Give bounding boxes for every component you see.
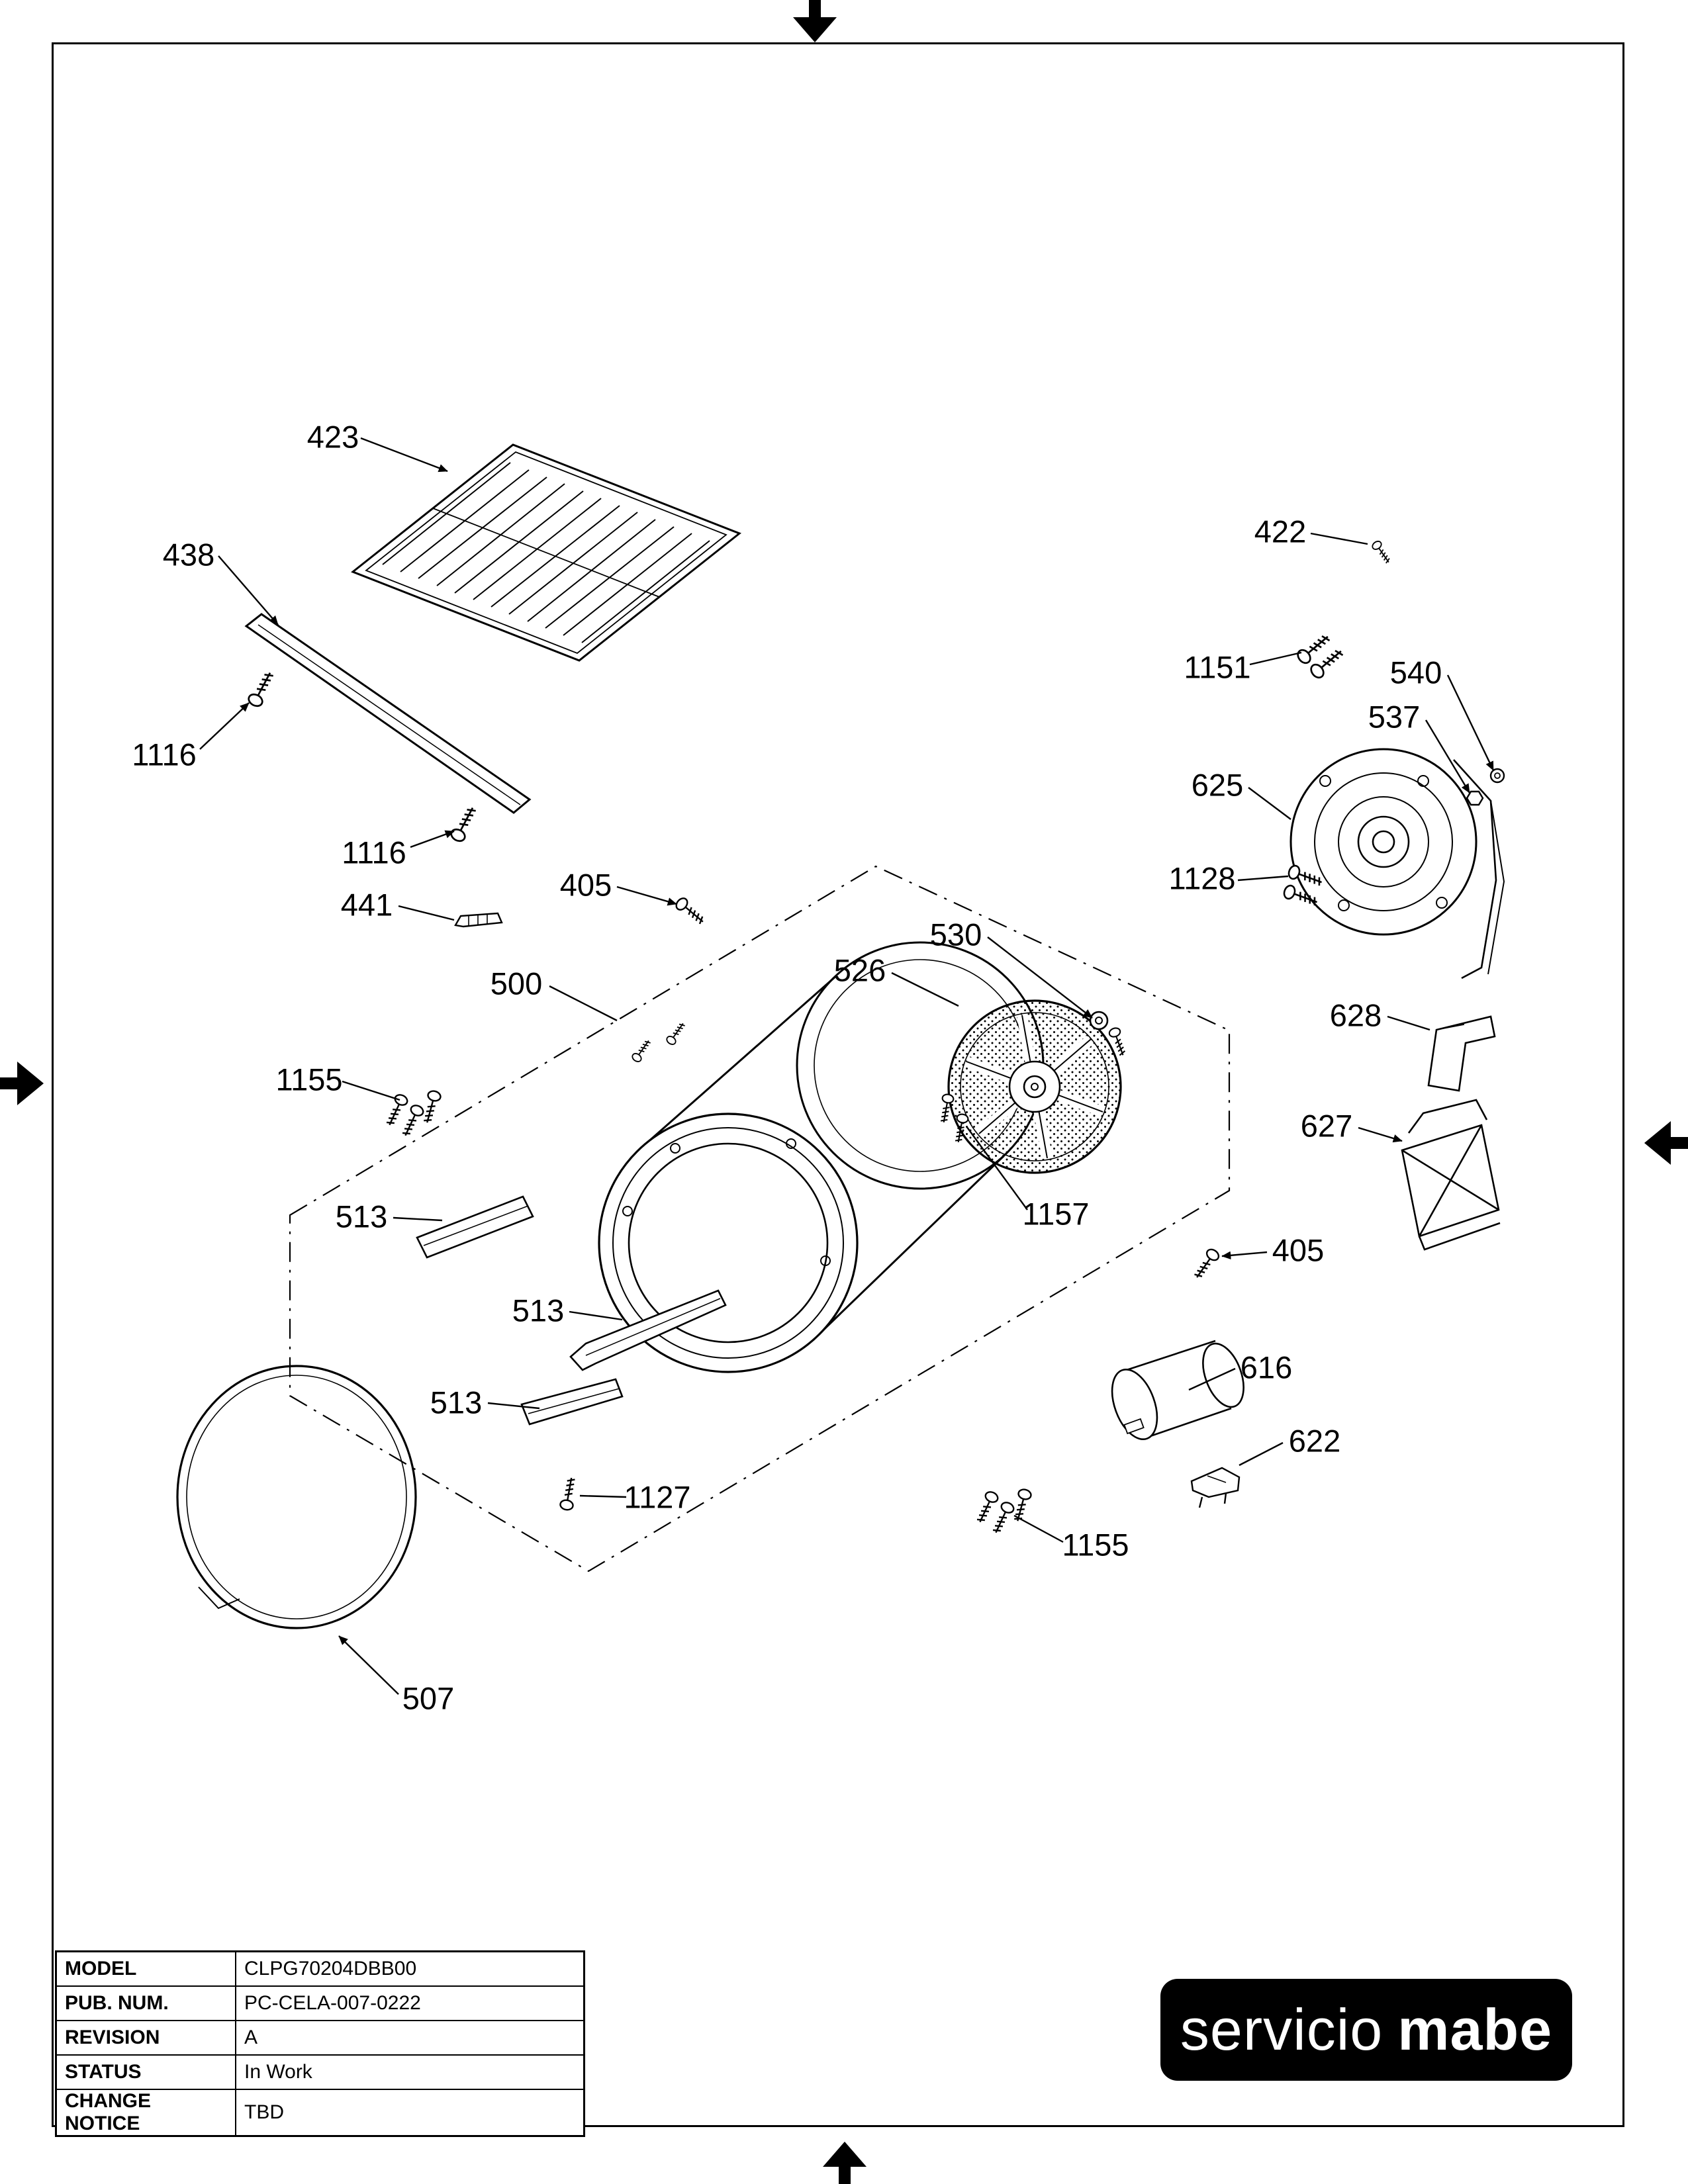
- front-panel-507: [176, 1365, 417, 1629]
- registration-arrow-right: [1644, 1121, 1688, 1165]
- callout-422: 422: [1254, 514, 1307, 549]
- callout-1151: 1151: [1184, 649, 1251, 685]
- clip-441: [454, 912, 503, 928]
- callout-438: 438: [162, 537, 215, 572]
- trim-strip-438: [244, 613, 532, 814]
- title-block-row: PUB. NUM. PC-CELA-007-0222: [55, 1985, 585, 2021]
- screw-icon-405b: [1191, 1246, 1222, 1282]
- title-block-label: REVISION: [55, 2020, 236, 2056]
- title-block-label: PUB. NUM.: [55, 1985, 236, 2021]
- screw-icon-drum-a: [630, 1037, 653, 1064]
- title-block-value: PC-CELA-007-0222: [235, 1985, 585, 2021]
- title-block-row: MODEL CLPG70204DBB00: [55, 1950, 585, 1987]
- screw-icon-1155b1: [973, 1489, 1000, 1525]
- screw-icon-1155a2: [399, 1103, 426, 1139]
- registration-arrow-bottom: [823, 2142, 867, 2184]
- title-block: MODEL CLPG70204DBB00 PUB. NUM. PC-CELA-0…: [55, 1950, 585, 2137]
- screw-icon-1116b: [448, 803, 480, 844]
- callout-507: 507: [402, 1680, 455, 1716]
- screw-icon-1116a: [246, 668, 277, 709]
- screw-icon-1127: [559, 1476, 579, 1512]
- callout-540: 540: [1389, 655, 1442, 690]
- callout-1116-b: 1116: [342, 835, 406, 870]
- baffle-513-c: [520, 1378, 624, 1426]
- callout-1128: 1128: [1168, 860, 1236, 896]
- callout-537: 537: [1368, 699, 1421, 735]
- screw-icon-1155b3: [1010, 1487, 1033, 1524]
- fasteners: [246, 539, 1505, 1536]
- baffle-513-b: [569, 1289, 727, 1371]
- title-block-row: CHANGE NOTICE TBD: [55, 2089, 585, 2137]
- callout-628: 628: [1329, 997, 1382, 1033]
- grommet-icon-540: [1489, 768, 1505, 784]
- callout-1116-a: 1116: [132, 737, 197, 772]
- callout-1155-b: 1155: [1062, 1527, 1129, 1563]
- screw-icon-405a: [673, 895, 708, 928]
- terminal-622: [1190, 1467, 1241, 1508]
- callout-405-b: 405: [1272, 1232, 1325, 1268]
- callout-513-c: 513: [430, 1385, 483, 1420]
- callout-616: 616: [1240, 1349, 1293, 1385]
- grille-panel-423: [351, 443, 741, 662]
- callout-1157: 1157: [1022, 1196, 1090, 1232]
- callout-513-a: 513: [335, 1199, 388, 1234]
- title-block-value: A: [235, 2020, 585, 2056]
- callout-441: 441: [340, 887, 393, 923]
- rear-disc-526: [947, 999, 1122, 1174]
- screw-icon-1155b2: [989, 1500, 1016, 1536]
- heater-box-627: [1401, 1099, 1501, 1251]
- screw-icon-drum-b: [665, 1020, 688, 1047]
- callout-526: 526: [833, 952, 886, 988]
- title-block-label: CHANGE NOTICE: [55, 2089, 236, 2137]
- screw-icon-1151a: [1294, 630, 1334, 666]
- callout-500: 500: [490, 966, 543, 1001]
- title-block-label: STATUS: [55, 2054, 236, 2090]
- callout-622: 622: [1288, 1423, 1341, 1459]
- callout-513-b: 513: [512, 1293, 565, 1328]
- title-block-row: REVISION A: [55, 2020, 585, 2056]
- title-block-value: CLPG70204DBB00: [235, 1950, 585, 1987]
- callout-530: 530: [929, 917, 982, 952]
- callout-1127: 1127: [624, 1479, 691, 1515]
- assembly-boundary: [289, 865, 1231, 1572]
- screw-icon-1155a3: [420, 1089, 443, 1125]
- callout-405-a: 405: [559, 867, 612, 903]
- servicio-mabe-logo: servicio mabe: [1160, 1979, 1572, 2081]
- title-block-row: STATUS In Work: [55, 2054, 585, 2090]
- hex-nut-icon-537: [1466, 790, 1484, 806]
- logo-word-mabe: mabe: [1397, 1997, 1553, 2062]
- callout-1155-a: 1155: [275, 1062, 343, 1097]
- screw-icon-1128b: [1282, 883, 1321, 909]
- shaft-cap-530: [1089, 1011, 1109, 1030]
- blower-housing-625: [1289, 748, 1505, 979]
- registration-arrow-top: [793, 0, 837, 42]
- blower-wheel-616: [1111, 1340, 1244, 1440]
- logo-word-servicio: servicio: [1180, 1997, 1383, 2062]
- screw-icon-1151b: [1307, 645, 1347, 681]
- leader-lines: [199, 437, 1495, 1695]
- screw-icon-1128a: [1286, 863, 1325, 889]
- drum-500: [598, 941, 1045, 1373]
- callout-627: 627: [1300, 1108, 1353, 1144]
- registration-arrow-left: [0, 1062, 44, 1105]
- callout-625: 625: [1191, 767, 1244, 803]
- title-block-value: TBD: [235, 2089, 585, 2137]
- callout-423: 423: [306, 419, 359, 455]
- title-block-label: MODEL: [55, 1950, 236, 1987]
- screw-icon-422: [1370, 539, 1393, 566]
- baffle-513-a: [416, 1195, 534, 1259]
- page-frame: [52, 42, 1624, 2127]
- bracket-628: [1427, 1015, 1496, 1092]
- title-block-value: In Work: [235, 2054, 585, 2090]
